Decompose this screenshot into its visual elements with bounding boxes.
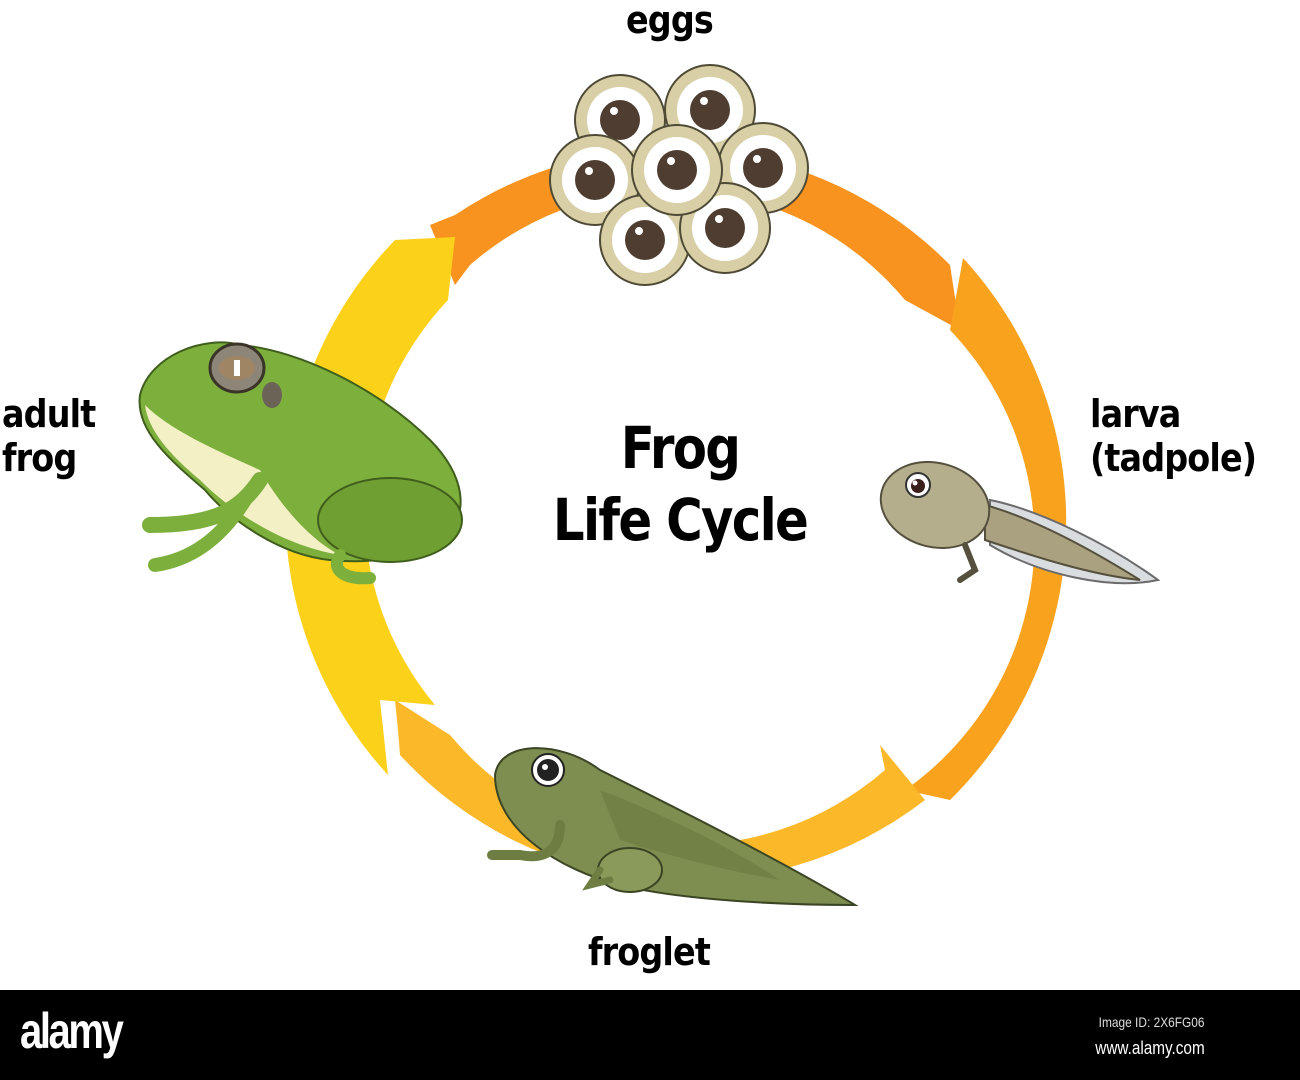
cycle-artwork: [138, 64, 1161, 907]
title-line-2: Life Cycle: [552, 486, 809, 554]
watermark-footer: alamy Image ID: 2X6FG06 www.alamy.com: [0, 990, 1300, 1080]
adult-frog-label-line1: adult: [2, 392, 96, 436]
larva-label: larva (tadpole): [1090, 392, 1257, 480]
tadpole-illustration: [879, 461, 1161, 585]
alamy-logo: alamy: [20, 1003, 124, 1059]
egg: [717, 122, 809, 214]
froglet-illustration: [487, 747, 859, 907]
froglet-label: froglet: [588, 930, 711, 974]
adult-frog-label-line2: frog: [2, 436, 77, 480]
frog-life-cycle-diagram: eggs larva (tadpole) froglet adult frog …: [2, 0, 1258, 974]
egg: [631, 124, 723, 216]
eggs-label: eggs: [626, 0, 714, 42]
website-text: www.alamy.com: [1095, 1038, 1205, 1058]
larva-label-line2: (tadpole): [1090, 436, 1257, 480]
diagram-title: Frog Life Cycle: [500, 412, 860, 556]
title-line-1: Frog: [620, 414, 741, 482]
egg: [599, 194, 691, 286]
larva-label-line1: larva: [1090, 392, 1181, 436]
egg: [549, 134, 641, 226]
adult-frog-label: adult frog: [2, 392, 96, 480]
image-id-text: Image ID: 2X6FG06: [1099, 1014, 1205, 1030]
arrow-eggs-to-larva: [890, 258, 1067, 800]
eggs-illustration: [549, 64, 809, 286]
adult-frog-illustration: [138, 341, 463, 585]
